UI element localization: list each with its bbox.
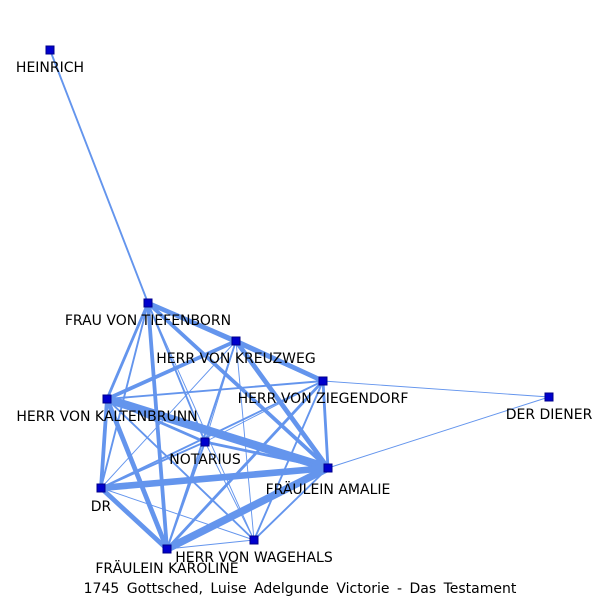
diagram-caption: 1745 Gottsched, Luise Adelgunde Victorie… <box>83 581 517 597</box>
node-herr-von-kaltenbrunn <box>102 394 112 404</box>
edge-notarius-fraulein-amalie <box>203 440 330 470</box>
edge-fraulein-karoline-herr-von-wagehals <box>166 539 255 550</box>
node-fraulein-karoline <box>162 544 172 554</box>
edge-herr-von-kreuzweg-herr-von-ziegendorf <box>233 338 326 384</box>
node-dr <box>96 483 106 493</box>
node-herr-von-wagehals <box>249 535 259 545</box>
edge-dr-fraulein-karoline <box>98 485 170 552</box>
node-label-notarius: NOTARIUS <box>169 452 241 468</box>
edge-herr-von-ziegendorf-fraulein-karoline <box>165 379 325 551</box>
edge-fraulein-amalie-fraulein-karoline <box>163 464 332 553</box>
edge-frau-von-tiefenborn-herr-von-wagehals <box>147 302 255 541</box>
edge-frau-von-tiefenborn-dr <box>100 302 149 489</box>
node-label-heinrich: HEINRICH <box>16 60 84 76</box>
nodes-layer <box>45 45 554 554</box>
edge-frau-von-tiefenborn-herr-von-kaltenbrunn <box>105 301 150 401</box>
edge-herr-von-kaltenbrunn-fraulein-karoline <box>104 396 170 552</box>
edge-herr-von-kreuzweg-herr-von-kaltenbrunn <box>105 339 238 401</box>
node-label-fraulein-amalie: FRÄULEIN AMALIE <box>266 480 391 498</box>
edge-herr-von-kaltenbrunn-fraulein-amalie <box>102 394 333 473</box>
node-label-fraulein-karoline: FRÄULEIN KAROLINE <box>95 559 238 577</box>
edge-herr-von-kreuzweg-fraulein-amalie <box>233 338 331 471</box>
edge-herr-von-kaltenbrunn-dr <box>99 397 109 490</box>
node-label-herr-von-wagehals: HERR VON WAGEHALS <box>175 550 333 566</box>
edge-notarius-herr-von-wagehals <box>204 441 255 541</box>
edge-herr-von-ziegendorf-der-diener <box>322 380 550 398</box>
node-label-dr: DR <box>91 499 112 515</box>
edge-fraulein-amalie-dr <box>97 464 332 492</box>
node-notarius <box>200 437 210 447</box>
edge-fraulein-amalie-herr-von-wagehals <box>253 467 329 541</box>
node-fraulein-amalie <box>323 463 333 473</box>
node-label-der-diener: DER DIENER <box>506 407 593 423</box>
edge-frau-von-tiefenborn-notarius <box>147 302 206 443</box>
edges-layer <box>49 49 550 553</box>
node-herr-von-kreuzweg <box>231 336 241 346</box>
edge-heinrich-frau-von-tiefenborn <box>49 49 149 304</box>
edge-herr-von-ziegendorf-fraulein-amalie <box>321 379 330 470</box>
node-der-diener <box>544 392 554 402</box>
node-label-frau-von-tiefenborn: FRAU VON TIEFENBORN <box>65 313 231 329</box>
edge-notarius-fraulein-karoline <box>166 441 206 550</box>
labels-layer: HEINRICH FRAU VON TIEFENBORN HERR VON KREU… <box>16 60 593 577</box>
node-herr-von-ziegendorf <box>318 376 328 386</box>
edge-herr-von-ziegendorf-herr-von-kaltenbrunn <box>106 380 324 400</box>
node-frau-von-tiefenborn <box>143 298 153 308</box>
edge-dr-herr-von-wagehals <box>100 487 255 541</box>
node-heinrich <box>45 45 55 55</box>
node-label-herr-von-kaltenbrunn: HERR VON KALTENBRUNN <box>16 409 197 425</box>
edge-notarius-dr <box>100 441 206 489</box>
edge-der-diener-fraulein-amalie <box>327 396 550 469</box>
node-label-herr-von-ziegendorf: HERR VON ZIEGENDORF <box>238 391 409 407</box>
node-label-herr-von-kreuzweg: HERR VON KREUZWEG <box>156 351 315 367</box>
